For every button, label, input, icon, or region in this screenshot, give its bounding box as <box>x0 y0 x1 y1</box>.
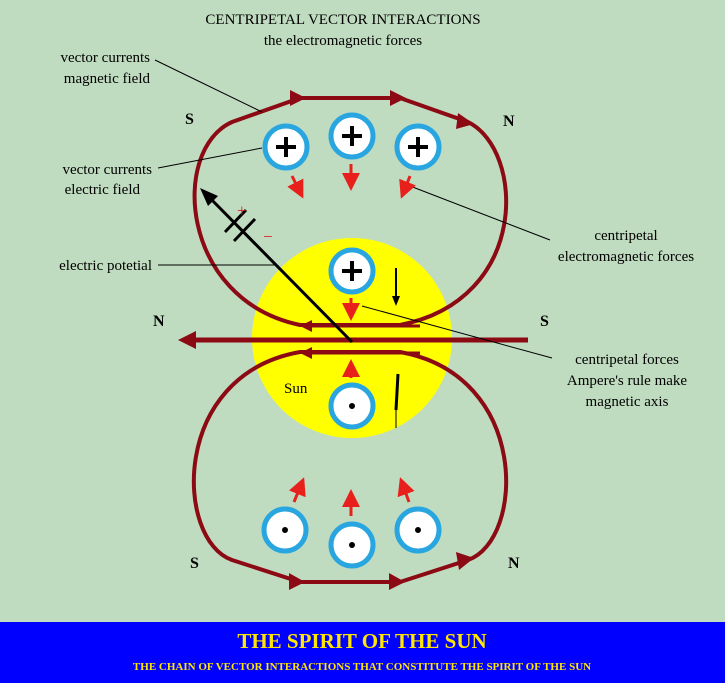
positive-charge-sun <box>328 247 376 295</box>
label-centripetal-forces-1: centripetal forces <box>575 352 679 368</box>
loop-arrow-6 <box>456 552 474 570</box>
magnetic-axis-arrowhead <box>178 331 196 349</box>
force-arrow-top-3 <box>399 175 416 199</box>
electric-potential-arrowhead <box>200 188 218 206</box>
inner-axis-arrow-lower <box>300 347 312 359</box>
leader-electric-field <box>157 147 263 169</box>
loop-arrow-5 <box>389 573 405 590</box>
positive-charge-1 <box>262 123 310 171</box>
label-centripetal-em-1: centripetal <box>594 228 657 244</box>
label-vector-currents-magnetic-2: magnetic field <box>64 71 151 87</box>
diagram-subtitle: the electromagnetic forces <box>264 33 422 49</box>
label-vector-currents-magnetic-1: vector currents <box>60 50 150 66</box>
pole-axis-right: S <box>540 313 549 330</box>
label-vector-currents-electric-2: electric field <box>65 182 141 198</box>
label-centripetal-em-2: electromagnetic forces <box>558 249 694 265</box>
leader-centripetal-forces <box>361 305 553 359</box>
label-centripetal-forces-3: magnetic axis <box>586 394 669 410</box>
dot-charge-sun <box>328 382 376 430</box>
dot-charge-3 <box>394 506 442 554</box>
battery-plate-1 <box>223 208 248 234</box>
diagram-title: CENTRIPETAL VECTOR INTERACTIONS <box>205 12 480 28</box>
force-arrow-bottom-1 <box>288 477 306 503</box>
loop-arrow-4 <box>289 573 305 590</box>
dot-charge-2 <box>328 521 376 569</box>
current-arrow-down-head <box>392 296 400 306</box>
force-arrow-top-1 <box>287 175 304 199</box>
loop-arrow-3 <box>456 113 474 129</box>
battery-plus: + <box>237 201 247 220</box>
leader-centripetal-em <box>409 185 551 241</box>
dot-charge-1 <box>261 506 309 554</box>
electric-potential-line <box>203 191 354 344</box>
label-sun: Sun <box>284 381 308 397</box>
pole-axis-left: N <box>153 313 165 330</box>
battery-minus: − <box>263 227 273 246</box>
leader-magnetic-field <box>154 59 263 113</box>
banner-title: THE SPIRIT OF THE SUN <box>237 629 486 653</box>
positive-charge-2 <box>328 112 376 160</box>
loop-arrow-1 <box>290 90 306 106</box>
loop-arrow-2 <box>390 90 406 106</box>
force-arrow-bottom-3 <box>397 477 415 503</box>
banner-subtitle: THE CHAIN OF VECTOR INTERACTIONS THAT CO… <box>133 661 591 673</box>
pole-bottom-right: N <box>508 555 520 572</box>
pole-top-right: N <box>503 113 515 130</box>
pole-bottom-left: S <box>190 555 199 572</box>
label-centripetal-forces-2: Ampere's rule make <box>567 373 687 389</box>
label-vector-currents-electric-1: vector currents <box>62 162 152 178</box>
label-electric-potential: electric potetial <box>59 258 152 274</box>
inner-axis-arrow-upper <box>300 320 312 332</box>
banner <box>0 622 725 683</box>
positive-charge-3 <box>394 123 442 171</box>
pole-top-left: S <box>185 111 194 128</box>
current-indicator-lower <box>394 373 400 411</box>
battery-plate-2 <box>232 217 257 243</box>
